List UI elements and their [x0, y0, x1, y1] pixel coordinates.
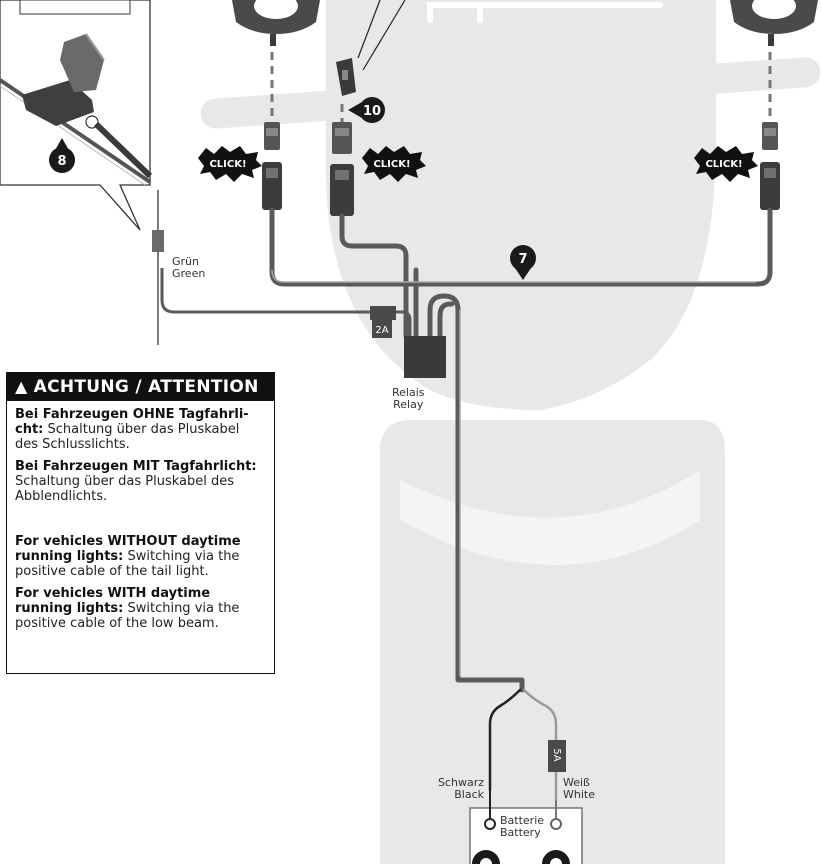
click-text-right: CLICK!: [705, 159, 742, 170]
attention-paragraph-3: For vehicles WITHOUT daytime running lig…: [15, 534, 266, 579]
step-7-marker: 7: [510, 245, 536, 280]
black-label-de: Schwarz: [437, 776, 484, 789]
attention-paragraph-2: Bei Fahrzeugen MIT Tagfahrlicht: Schaltu…: [15, 459, 266, 504]
battery-label: Batterie Battery: [500, 815, 544, 839]
relay-label-en: Relay: [393, 398, 424, 411]
p1-bold: Bei Fahrzeugen OHNE Tagfahrli-cht:: [15, 407, 249, 437]
warning-icon: ▲: [15, 377, 28, 396]
green-label-de: Grün: [172, 255, 199, 268]
attention-title: ACHTUNG / ATTENTION: [33, 377, 259, 397]
harness-highlight: [271, 269, 756, 676]
cable-stubs: [270, 52, 772, 122]
p4-text: Switching via the positive cable of the …: [15, 601, 240, 631]
black-wire-label: Schwarz Black: [426, 777, 484, 801]
click-text-left: CLICK!: [209, 159, 246, 170]
step-7-number: 7: [518, 252, 527, 267]
step-10-marker: 10: [348, 97, 385, 123]
ring-terminals: [484, 790, 562, 830]
battery: [469, 807, 583, 864]
green-wire-label: Grün Green: [172, 256, 205, 280]
middle-connector: [330, 122, 354, 216]
detail-inset: [0, 0, 153, 231]
step-8-marker: 8: [49, 138, 75, 173]
green-signal-wire: [152, 190, 412, 345]
attention-box: ▲ ACHTUNG / ATTENTION Bei Fahrzeugen OHNE…: [6, 372, 275, 674]
p1-text: Schaltung über das Pluskabel des Schluss…: [15, 422, 240, 452]
left-connector: [262, 122, 282, 210]
handlebar: [427, 2, 663, 23]
inline-fuse-holder: [336, 0, 406, 96]
black-label-en: Black: [454, 788, 484, 801]
battery-label-de: Batterie: [500, 814, 545, 827]
p2-text: Schaltung über das Pluskabel des Abblend…: [15, 474, 235, 504]
attention-header: ▲ ACHTUNG / ATTENTION: [7, 373, 274, 401]
p2-bold: Bei Fahrzeugen MIT Tagfahrlicht:: [15, 459, 257, 474]
p4-bold: For vehicles WITH daytime running lights…: [15, 586, 211, 616]
right-connector: [760, 122, 780, 210]
step-8-number: 8: [57, 154, 66, 169]
motorcycle-silhouette: [200, 0, 821, 864]
p3-text: Switching via the positive cable of the …: [15, 549, 240, 579]
white-label-de: Weiß: [563, 776, 590, 789]
white-label-en: White: [563, 788, 595, 801]
battery-label-en: Battery: [500, 826, 541, 839]
click-text-middle: CLICK!: [373, 159, 410, 170]
fuse-2a-label: 2A: [375, 325, 388, 336]
fuse-2a: 2A: [370, 306, 396, 338]
click-badge-middle: CLICK!: [362, 146, 426, 182]
white-wire-label: Weiß White: [563, 777, 595, 801]
left-indicator-mount: [232, 0, 320, 46]
step-10-number: 10: [363, 104, 381, 119]
battery-cables: [488, 688, 558, 802]
fuse-5a-label: 5A: [551, 748, 562, 761]
p3-bold: For vehicles WITHOUT daytime running lig…: [15, 534, 241, 564]
attention-body: Bei Fahrzeugen OHNE Tagfahrli-cht: Schal…: [7, 401, 274, 631]
relay-box: [404, 336, 446, 378]
click-badge-right: CLICK!: [694, 146, 758, 182]
fuse-5a: 5A: [548, 740, 566, 772]
relay-label: Relais Relay: [392, 387, 425, 411]
right-indicator-mount: [730, 0, 818, 46]
green-label-en: Green: [172, 267, 206, 280]
attention-paragraph-4: For vehicles WITH daytime running lights…: [15, 586, 266, 631]
click-badge-left: CLICK!: [198, 146, 262, 182]
relay-label-de: Relais: [392, 386, 425, 399]
attention-paragraph-1: Bei Fahrzeugen OHNE Tagfahrli-cht: Schal…: [15, 407, 266, 452]
